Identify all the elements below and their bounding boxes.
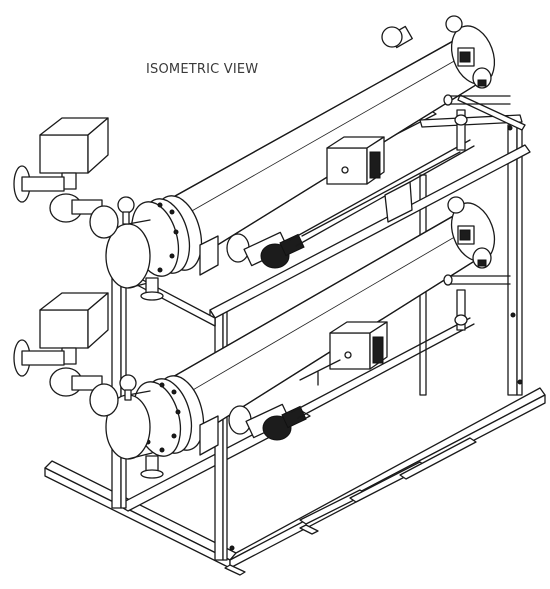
post-rear-b: [516, 124, 523, 396]
upper-actuator-box: [39, 134, 89, 174]
base-rail-front: [44, 460, 237, 561]
upper-rear-gauge: [445, 15, 463, 33]
upper-gauge-top: [117, 196, 135, 214]
upper-heater-assembly: [13, 15, 511, 301]
lower-heater-assembly: [13, 196, 511, 479]
base-cross-member: [117, 409, 311, 512]
rail-bolts: [229, 125, 523, 551]
lower-flange-bolts: [145, 382, 181, 453]
floor-beam-3: [399, 437, 477, 480]
view-title: ISOMETRIC VIEW: [146, 62, 259, 77]
upper-junction-box: [326, 147, 368, 185]
lower-junction-box: [329, 332, 371, 370]
foot-pad-1: [224, 564, 246, 576]
post-rear: [507, 124, 518, 396]
lower-actuator-box: [39, 309, 89, 349]
upper-pump-icon: [260, 243, 290, 269]
upper-saddle: [199, 235, 219, 276]
upper-rear-nozzle-flange: [381, 26, 403, 48]
lower-saddle: [199, 415, 219, 456]
lower-pump-icon: [262, 415, 292, 441]
base-rail-front-lower: [44, 467, 231, 569]
foot-pad-2: [299, 524, 319, 535]
